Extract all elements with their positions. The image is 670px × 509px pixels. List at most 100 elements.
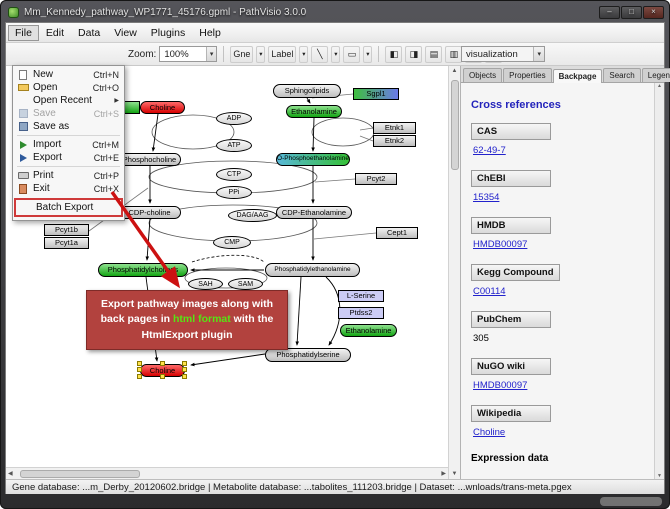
node-ptdss2[interactable]: Ptdss2: [338, 307, 384, 319]
node-o-phosphoethanolamine[interactable]: O-Phosphoethanolamine: [276, 153, 350, 166]
crossref-link[interactable]: Choline: [473, 427, 506, 438]
node-phosphatidylserine[interactable]: Phosphatidylserine: [265, 348, 351, 362]
vertical-scroll-thumb[interactable]: [451, 80, 459, 170]
node-phosphatidylethanolamine[interactable]: Phosphatidylethanolamine: [265, 263, 360, 277]
crossref-link[interactable]: HMDB00097: [473, 380, 528, 391]
node-ppi[interactable]: PPi: [216, 186, 252, 199]
file-menu-save-as[interactable]: Save as: [13, 120, 124, 133]
selection-handle[interactable]: [182, 361, 187, 366]
selection-handle[interactable]: [137, 374, 142, 379]
crossref-section-wikipedia: Wikipedia Choline: [471, 403, 648, 440]
shape-tool-icon[interactable]: ▭: [343, 45, 361, 63]
selection-handle[interactable]: [137, 361, 142, 366]
node-etnk2[interactable]: Etnk2: [373, 135, 416, 147]
label-tool-button[interactable]: Label: [268, 45, 297, 63]
tab-objects[interactable]: Objects: [463, 68, 503, 82]
scroll-up-icon[interactable]: ▲: [451, 68, 458, 74]
file-menu-open[interactable]: Open Ctrl+O: [13, 81, 124, 94]
scroll-down-icon[interactable]: ▼: [657, 473, 662, 479]
node-adp[interactable]: ADP: [216, 112, 252, 125]
file-menu-print[interactable]: Print Ctrl+P: [13, 169, 124, 182]
panel-scrollbar[interactable]: ▲ ▼: [654, 83, 664, 479]
tab-legend[interactable]: Legend: [641, 68, 670, 82]
zoom-select[interactable]: 100% ▾: [159, 46, 218, 62]
node-sam[interactable]: SAM: [228, 278, 263, 290]
menu-separator: [17, 135, 120, 136]
shape-tool-caret-icon[interactable]: ▾: [363, 45, 373, 63]
minimize-button[interactable]: –: [599, 5, 620, 19]
crossref-section-hmdb: HMDB HMDB00097: [471, 215, 648, 252]
status-text: Gene database: ...m_Derby_20120602.bridg…: [12, 481, 572, 493]
menu-data[interactable]: Data: [78, 26, 101, 39]
crossref-header: PubChem: [471, 311, 551, 328]
line-tool-icon[interactable]: ╲: [311, 45, 329, 63]
scroll-up-icon[interactable]: ▲: [657, 83, 662, 89]
node-phosphatidylcholines[interactable]: Phosphatidylcholines: [98, 263, 188, 277]
canvas-horizontal-scrollbar[interactable]: ◀ ▶: [6, 467, 448, 479]
scroll-right-icon[interactable]: ▶: [441, 471, 446, 477]
file-menu-export[interactable]: Export Ctrl+E: [13, 151, 124, 164]
node-dag[interactable]: DAG/AAG: [228, 209, 277, 222]
toolbar-separator: [223, 46, 225, 62]
node-sphingolipids[interactable]: Sphingolipids: [273, 84, 341, 98]
submenu-arrow-icon: ▶: [114, 98, 119, 104]
node-sgpl1[interactable]: Sgpl1: [353, 88, 399, 100]
node-sah[interactable]: SAH: [188, 278, 223, 290]
label-tool-caret-icon[interactable]: ▾: [299, 45, 309, 63]
file-menu-import[interactable]: Import Ctrl+M: [13, 138, 124, 151]
scroll-down-icon[interactable]: ▼: [451, 471, 458, 477]
selection-handle[interactable]: [182, 374, 187, 379]
crossref-link[interactable]: 15354: [473, 192, 500, 203]
node-cmp[interactable]: CMP: [213, 236, 251, 249]
node-ethanolamine-right[interactable]: Ethanolamine: [340, 324, 397, 337]
crossref-link[interactable]: C00114: [473, 286, 506, 297]
line-tool-caret-icon[interactable]: ▾: [331, 45, 341, 63]
close-button[interactable]: ×: [643, 5, 664, 19]
align-bottom-icon[interactable]: ▥: [445, 45, 463, 63]
node-pcyt1a[interactable]: Pcyt1a: [44, 237, 89, 249]
node-cdp-choline[interactable]: CDP-choline: [118, 206, 181, 219]
export-arrow-icon: [19, 153, 27, 162]
menu-view[interactable]: View: [114, 26, 137, 39]
node-atp[interactable]: ATP: [216, 139, 252, 152]
align-top-icon[interactable]: ▤: [425, 45, 443, 63]
datanode-tool-button[interactable]: Gne: [230, 45, 254, 63]
node-phosphocholine[interactable]: Phosphocholine: [118, 153, 181, 166]
file-menu-exit[interactable]: Exit Ctrl+X: [13, 182, 124, 195]
node-choline-top[interactable]: Choline: [140, 101, 185, 114]
menu-file[interactable]: File: [8, 24, 39, 41]
align-right-icon[interactable]: ◨: [405, 45, 423, 63]
scroll-left-icon[interactable]: ◀: [8, 471, 13, 477]
align-left-icon[interactable]: ◧: [385, 45, 403, 63]
datanode-tool-caret-icon[interactable]: ▾: [256, 45, 266, 63]
selection-handle[interactable]: [160, 374, 165, 379]
selection-handle[interactable]: [137, 367, 142, 372]
visualization-select[interactable]: visualization ▾: [461, 46, 545, 62]
file-menu-open-recent[interactable]: Open Recent ▶: [33, 95, 119, 106]
node-ctp[interactable]: CTP: [216, 168, 252, 181]
node-ethanolamine-top[interactable]: Ethanolamine: [286, 105, 342, 118]
node-pcyt1b[interactable]: Pcyt1b: [44, 224, 89, 236]
crossref-link[interactable]: 62-49-7: [473, 145, 506, 156]
menu-help[interactable]: Help: [199, 26, 221, 39]
node-cdp-ethanolamine[interactable]: CDP-Ethanolamine: [276, 206, 352, 219]
maximize-button[interactable]: □: [621, 5, 642, 19]
tab-search[interactable]: Search: [603, 68, 641, 82]
selection-handle[interactable]: [160, 361, 165, 366]
menu-edit[interactable]: Edit: [45, 26, 65, 39]
node-etnk1[interactable]: Etnk1: [373, 122, 416, 134]
canvas-vertical-scrollbar[interactable]: ▲ ▼: [448, 66, 460, 479]
file-menu-new[interactable]: New Ctrl+N: [13, 68, 124, 81]
file-menu-batch-export[interactable]: Batch Export: [14, 198, 123, 217]
node-l-serine[interactable]: L-Serine: [338, 290, 384, 302]
node-pcyt2[interactable]: Pcyt2: [355, 173, 397, 185]
node-cept1[interactable]: Cept1: [376, 227, 418, 239]
window-title: Mm_Kennedy_pathway_WP1771_45176.gpml - P…: [24, 6, 307, 18]
crossref-link[interactable]: HMDB00097: [473, 239, 528, 250]
menu-plugins[interactable]: Plugins: [150, 26, 186, 39]
pathway-canvas[interactable]: Sphingolipids Sgpl1 Choline Ethanolamine…: [6, 66, 448, 479]
horizontal-scroll-thumb[interactable]: [20, 470, 140, 478]
selection-handle[interactable]: [182, 367, 187, 372]
tab-backpage[interactable]: Backpage: [552, 69, 603, 83]
tab-properties[interactable]: Properties: [503, 68, 552, 82]
